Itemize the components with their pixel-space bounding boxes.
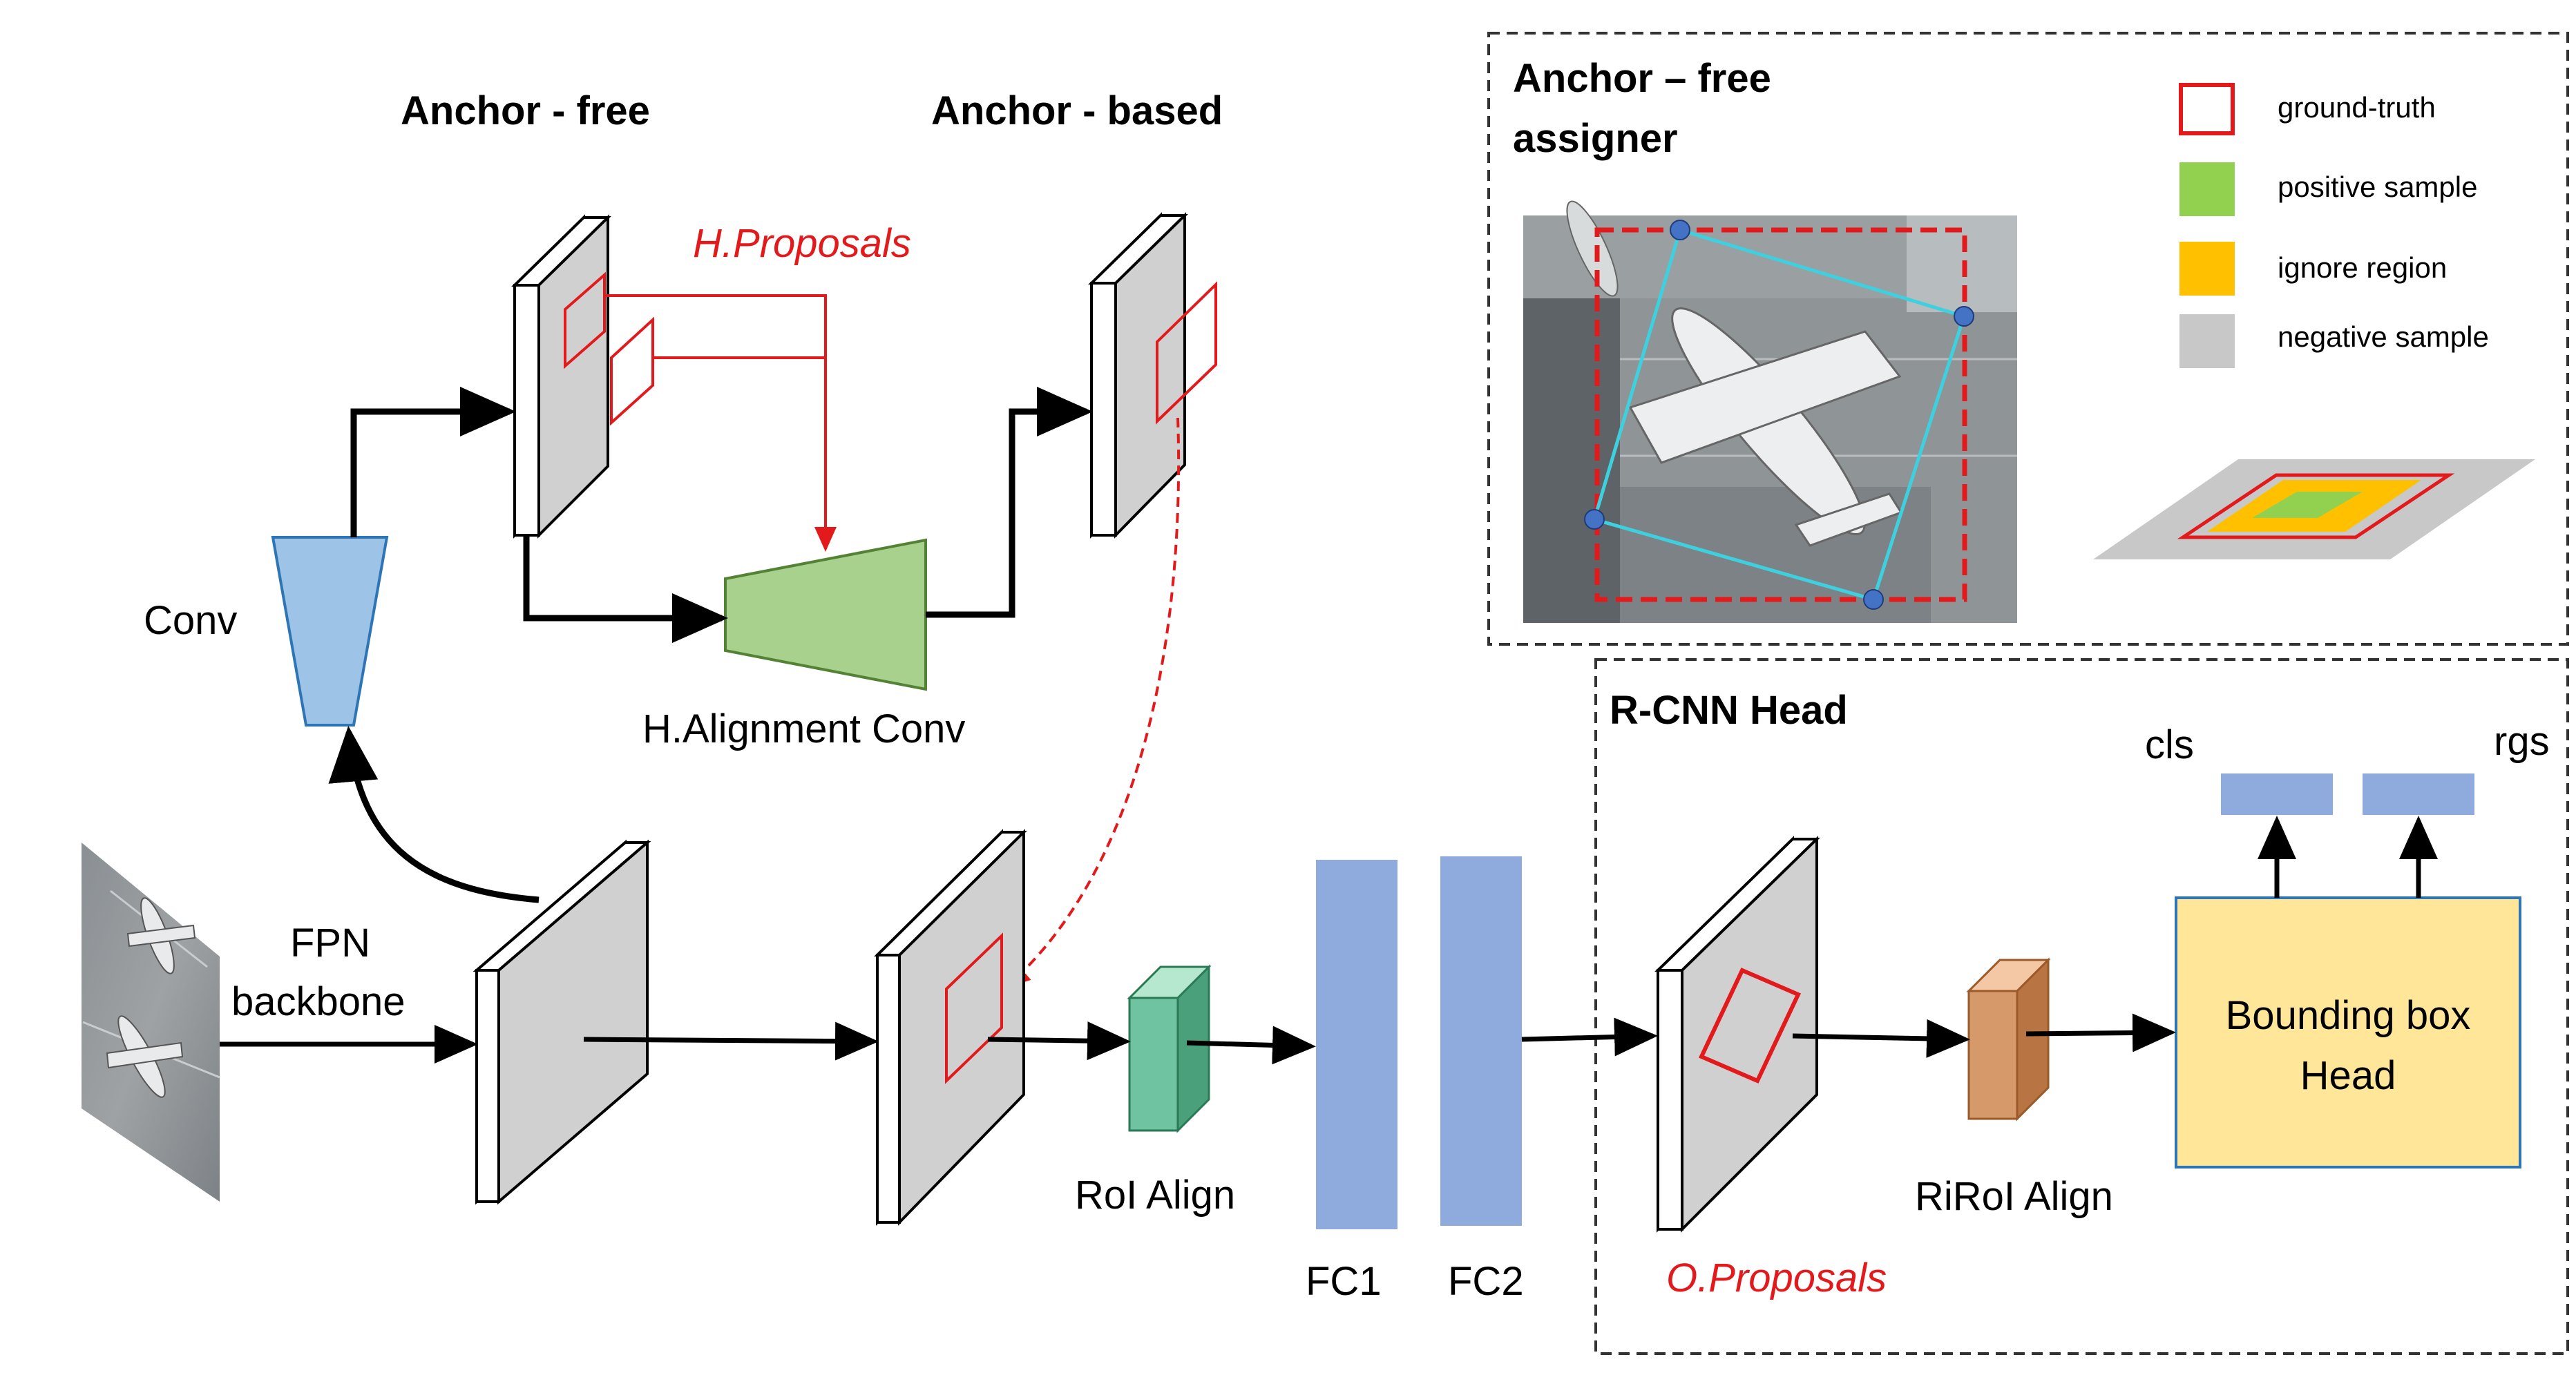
h-alignment-conv-block <box>724 538 927 691</box>
legend-positive-label: positive sample <box>2278 171 2477 203</box>
assigner-title-line2: assigner <box>1513 116 1678 161</box>
arrow-roi-map-to-roi-align <box>987 1021 1131 1061</box>
legend-negative-label: negative sample <box>2278 320 2489 353</box>
legend-ignore-label: ignore region <box>2278 251 2447 284</box>
arrow-backbone-to-conv <box>328 726 540 903</box>
legend-negative-swatch <box>2179 314 2235 368</box>
bbox-head-label-line1: Bounding box <box>2226 993 2471 1038</box>
h-proposal-box-2 <box>610 316 654 426</box>
anchor-based-label: Anchor - based <box>931 88 1223 133</box>
anchor-free-feature-map <box>511 214 611 539</box>
fpn-label: FPN <box>290 921 370 965</box>
legend-ignore-swatch <box>2179 242 2235 296</box>
rgs-label: rgs <box>2494 719 2550 764</box>
anchor-free-label: Anchor - free <box>401 88 650 133</box>
roi-proposal-box <box>945 932 1003 1084</box>
h-proposal-box-1 <box>564 271 606 369</box>
arrow-conv-to-anchor-free <box>350 387 516 537</box>
arrow-h-proposals-red <box>604 294 837 552</box>
bbox-head-label-line2: Head <box>2300 1053 2396 1098</box>
cls-output-bar <box>2221 773 2333 815</box>
riroi-align-cube <box>1966 957 2051 1122</box>
fc2-layer <box>1440 856 1522 1226</box>
rotated-proposal-feature-map <box>1654 836 1820 1233</box>
conv-block <box>271 536 389 727</box>
rotated-box-vertices <box>1584 220 1974 610</box>
sample-region-illustration <box>2093 459 2535 559</box>
arrow-alignment-to-anchor-based <box>926 387 1093 618</box>
arrow-riroi-to-bbox-head <box>2025 1013 2176 1052</box>
roi-align-label: RoI Align <box>1075 1173 1235 1218</box>
legend-ground-truth-swatch <box>2179 83 2235 135</box>
anchor-based-feature-map <box>1088 212 1188 539</box>
cls-label: cls <box>2145 722 2194 767</box>
arrow-backbone-to-roi-map <box>583 1021 879 1061</box>
h-proposals-label: H.Proposals <box>693 221 911 266</box>
o-proposal-box <box>1698 968 1802 1084</box>
riroi-align-label: RiRoI Align <box>1915 1174 2113 1219</box>
arrow-fc2-to-rotated-map <box>1521 1017 1658 1057</box>
legend-ground-truth-label: ground-truth <box>2278 91 2436 124</box>
arrow-rotated-map-to-riroi <box>1792 1019 1970 1058</box>
o-proposals-label: O.Proposals <box>1666 1256 1887 1300</box>
assigner-panel <box>1487 32 2569 646</box>
arrow-dashed-proposal-transfer <box>1005 417 1181 988</box>
ground-truth-dashed-box <box>1594 227 1967 602</box>
h-alignment-conv-label: H.Alignment Conv <box>642 706 965 751</box>
rgs-output-bar <box>2363 773 2474 815</box>
arrow-anchor-free-to-alignment <box>523 535 728 643</box>
backbone-feature-map <box>473 839 651 1205</box>
fc1-layer <box>1316 860 1397 1229</box>
fc1-label: FC1 <box>1306 1259 1382 1304</box>
anchor-based-proposal-box <box>1156 281 1217 425</box>
rcnn-head-panel <box>1594 658 2569 1355</box>
assigner-title-line1: Anchor – free <box>1513 56 1771 101</box>
conv-label: Conv <box>144 598 237 643</box>
arrow-roi-align-to-fc1 <box>1186 1026 1316 1065</box>
backbone-label: backbone <box>231 979 406 1024</box>
roi-align-cube <box>1127 964 1212 1133</box>
legend-positive-swatch <box>2179 162 2235 216</box>
rcnn-head-title: R-CNN Head <box>1610 688 1848 733</box>
fc2-label: FC2 <box>1448 1259 1524 1304</box>
roi-feature-map <box>874 829 1027 1226</box>
bounding-box-head <box>2175 896 2521 1169</box>
input-aerial-image <box>82 843 220 1202</box>
